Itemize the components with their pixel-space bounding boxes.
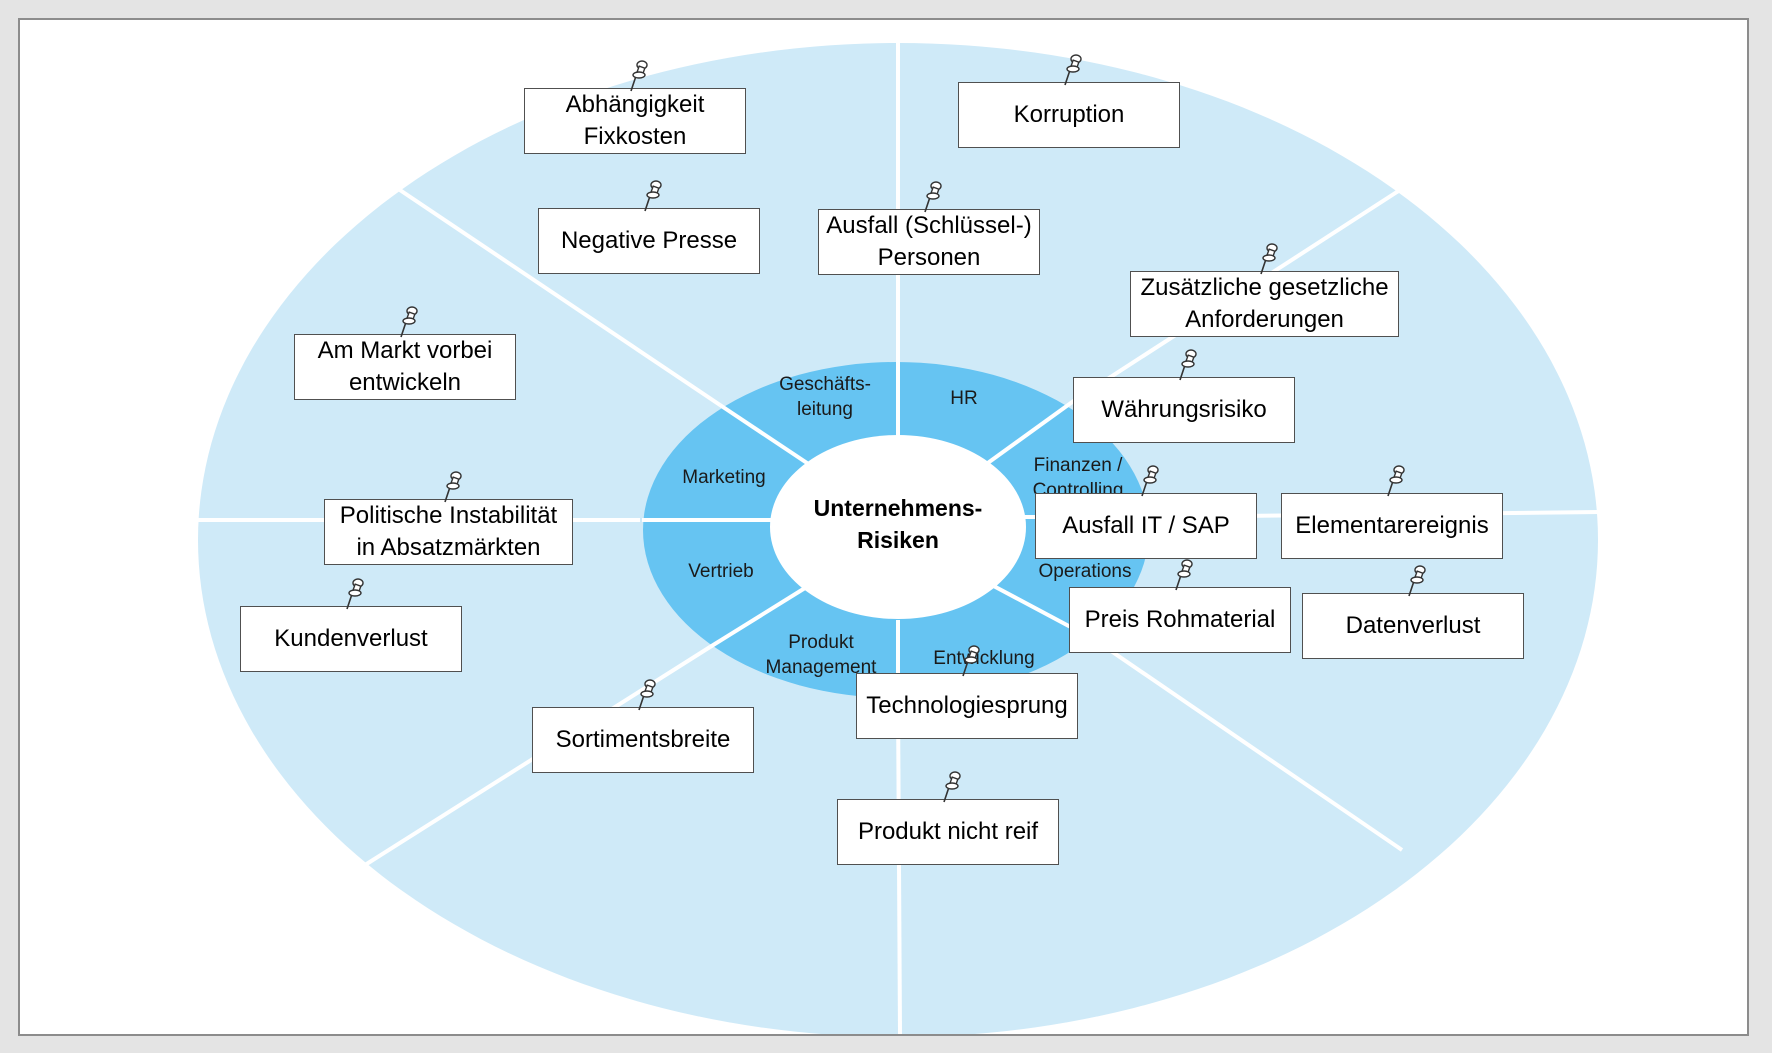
risk-box-am-markt-vorbei: Am Markt vorbei entwickeln <box>294 334 516 400</box>
segment-label-marketing: Marketing <box>682 467 765 488</box>
pushpin-icon <box>959 643 985 677</box>
pushpin-icon <box>1405 563 1431 597</box>
pushpin-icon <box>1257 241 1283 275</box>
risk-box-kundenverlust: Kundenverlust <box>240 606 462 672</box>
segment-label-entwicklung: Entwicklung <box>933 648 1034 669</box>
pushpin-icon <box>1176 347 1202 381</box>
pushpin-icon <box>635 677 661 711</box>
segment-label-hr: HR <box>950 388 977 409</box>
risk-box-datenverlust: Datenverlust <box>1302 593 1524 659</box>
pushpin-icon <box>641 178 667 212</box>
divider-lower-right <box>1093 638 1404 852</box>
diagram-frame: Unternehmens- Risiken Geschäfts- leitung… <box>18 18 1749 1036</box>
segment-label-finanzen-1: Finanzen / <box>1034 455 1123 476</box>
risk-box-negative-presse: Negative Presse <box>538 208 760 274</box>
pushpin-icon <box>1061 52 1087 86</box>
risk-box-technologiesprung: Technologiesprung <box>856 673 1078 739</box>
risk-box-ausfall-it-sap: Ausfall IT / SAP <box>1035 493 1257 559</box>
pushpin-icon <box>627 58 653 92</box>
segment-label-vertrieb: Vertrieb <box>688 561 753 582</box>
pushpin-icon <box>1172 557 1198 591</box>
risk-box-abhaengigkeit-fixkosten: Abhängigkeit Fixkosten <box>524 88 746 154</box>
risk-box-elementarereignis: Elementarereignis <box>1281 493 1503 559</box>
risk-box-waehrungsrisiko: Währungsrisiko <box>1073 377 1295 443</box>
pushpin-icon <box>1384 463 1410 497</box>
risk-box-preis-rohmaterial: Preis Rohmaterial <box>1069 587 1291 653</box>
segment-label-produkt-2: Management <box>766 657 878 678</box>
risk-box-ausfall-personen: Ausfall (Schlüssel-) Personen <box>818 209 1040 275</box>
risk-box-korruption: Korruption <box>958 82 1180 148</box>
center-title-line1: Unternehmens- <box>814 495 983 521</box>
segment-label-geschaeftsleitung-2: leitung <box>797 399 853 420</box>
pushpin-icon <box>343 576 369 610</box>
divider-bottom <box>896 697 902 1034</box>
pushpin-icon <box>397 304 423 338</box>
pushpin-icon <box>921 179 947 213</box>
pushpin-icon <box>940 769 966 803</box>
risk-box-gesetzliche-anforderungen: Zusätzliche gesetzliche Anforderungen <box>1130 271 1399 337</box>
center-hub <box>770 435 1026 619</box>
risk-box-produkt-nicht-reif: Produkt nicht reif <box>837 799 1059 865</box>
risk-box-politische-instabilitaet: Politische Instabilität in Absatzmärkten <box>324 499 573 565</box>
center-title-line2: Risiken <box>857 527 939 553</box>
segment-label-geschaeftsleitung-1: Geschäfts- <box>779 374 871 395</box>
divider-upper-left <box>383 178 722 407</box>
segment-label-produkt-1: Produkt <box>788 632 854 653</box>
pushpin-icon <box>441 469 467 503</box>
risk-box-sortimentsbreite: Sortimentsbreite <box>532 707 754 773</box>
pushpin-icon <box>1138 463 1164 497</box>
segment-label-operations: Operations <box>1039 561 1132 582</box>
